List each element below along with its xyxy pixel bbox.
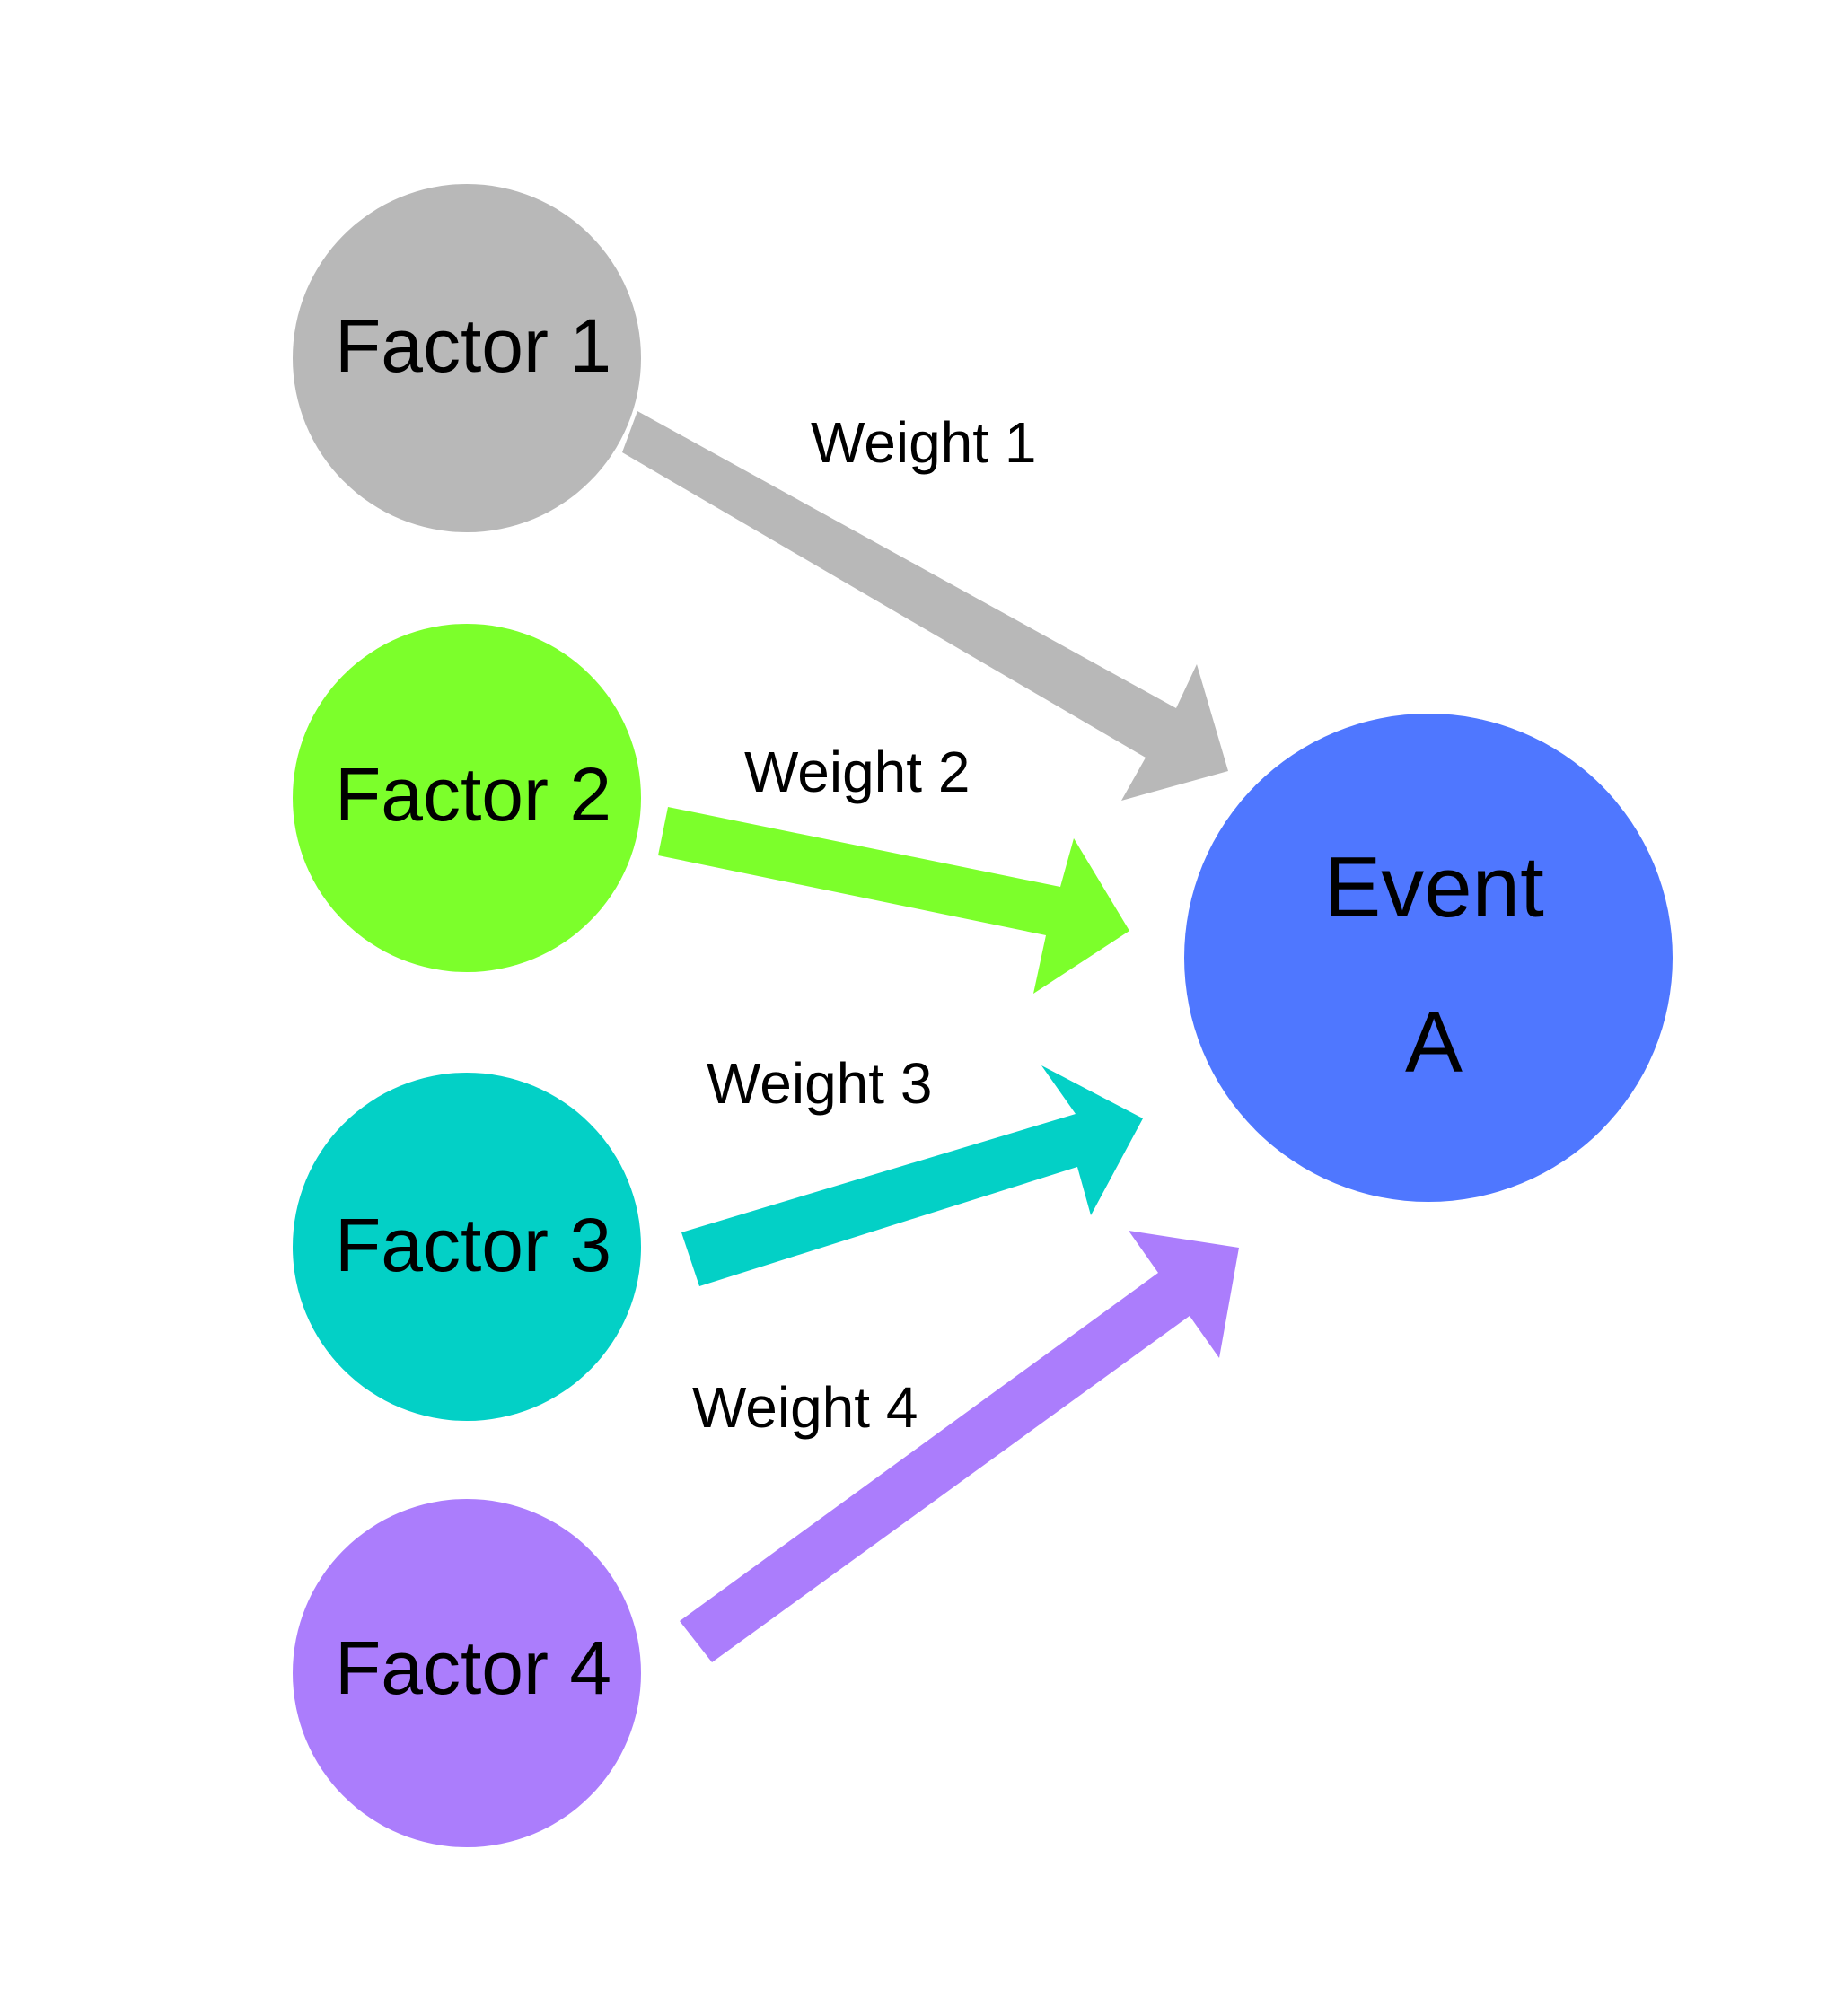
factor-4-circle	[293, 1499, 641, 1847]
event-circle	[1184, 714, 1673, 1202]
arrow-weight-2	[658, 807, 1129, 994]
factor-3-circle	[293, 1073, 641, 1421]
arrow-weight-1	[622, 411, 1228, 801]
factor-1-circle	[293, 184, 641, 532]
arrow-weight-4	[680, 1231, 1239, 1662]
weight-1-label: Weight 1	[811, 410, 1036, 475]
factor-2-circle	[293, 624, 641, 972]
event-label-line-1: Event	[1323, 839, 1543, 935]
factor-node-1: Factor 1	[293, 184, 641, 532]
factor-node-4: Factor 4	[293, 1499, 641, 1847]
factor-node-3: Factor 3	[293, 1073, 641, 1421]
weight-2-label: Weight 2	[744, 740, 970, 804]
factor-4-label: Factor 4	[335, 1626, 611, 1710]
weight-4-label: Weight 4	[692, 1375, 918, 1440]
weight-3-label: Weight 3	[707, 1051, 932, 1116]
factor-1-label: Factor 1	[335, 303, 611, 388]
factor-3-label: Factor 3	[335, 1203, 611, 1287]
event-label-line-2: A	[1405, 995, 1463, 1091]
event-node: Event A	[1184, 714, 1673, 1202]
factor-2-label: Factor 2	[335, 752, 611, 837]
arrow-weight-3	[681, 1065, 1143, 1286]
factor-node-2: Factor 2	[293, 624, 641, 972]
